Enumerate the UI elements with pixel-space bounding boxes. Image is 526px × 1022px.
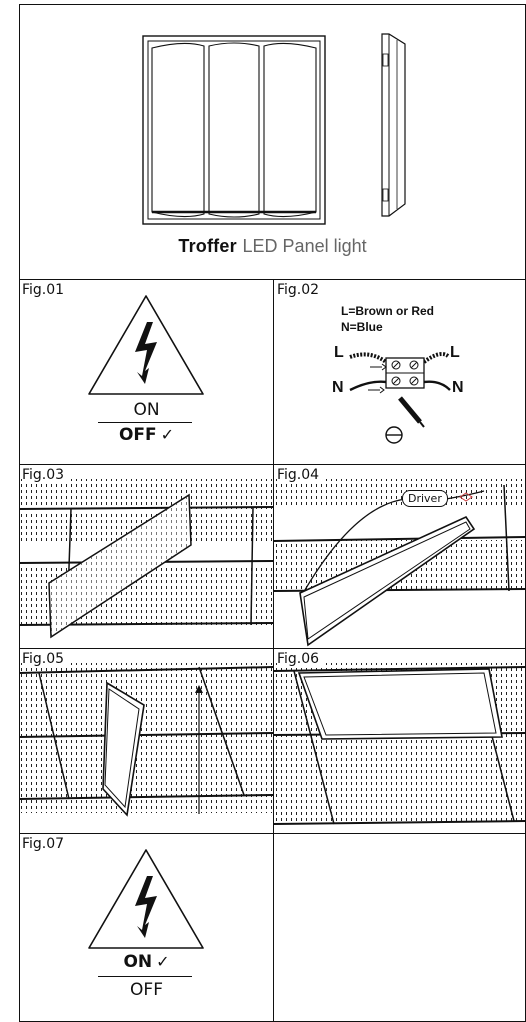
fig-label: Fig.04 <box>277 467 324 483</box>
divider <box>19 464 526 465</box>
check-mark: ✓ <box>160 425 175 444</box>
L-right: L <box>450 344 460 361</box>
fig04-illustration <box>274 479 526 647</box>
troffer-drawing <box>142 33 406 225</box>
divider <box>19 833 526 834</box>
product-title-bold: Troffer <box>178 236 237 256</box>
separator <box>98 422 192 423</box>
off-text: OFF <box>118 425 157 445</box>
fig-label: Fig.03 <box>22 467 69 483</box>
product-title: Troffer LED Panel light <box>19 236 526 257</box>
L-left: L <box>334 344 344 361</box>
warning-icon <box>88 849 204 949</box>
fig03-panel: Fig.03 <box>19 465 273 648</box>
off-label: OFF✓ <box>19 425 273 445</box>
on-text: ON <box>133 400 160 420</box>
on-text: ON <box>123 952 153 972</box>
driver-label: Driver <box>402 490 448 507</box>
fig05-illustration <box>19 663 273 817</box>
check-mark: ✓ <box>156 952 170 971</box>
fig07-panel: Fig.07 ON✓ OFF <box>19 834 273 1022</box>
fig-label: Fig.02 <box>277 282 324 298</box>
divider <box>19 279 526 280</box>
fig-label: Fig.06 <box>277 651 324 667</box>
off-label: OFF <box>19 980 273 1000</box>
product-header: Troffer LED Panel light <box>19 4 526 279</box>
warning-icon <box>88 295 204 395</box>
product-title-light: LED Panel light <box>242 236 367 256</box>
terminal-block-diagram <box>349 352 451 444</box>
fig-label: Fig.07 <box>22 836 69 852</box>
fig04-panel: Fig.04 Driver <box>274 465 526 648</box>
on-label: ON✓ <box>19 952 273 972</box>
divider <box>19 648 526 649</box>
fig-label: Fig.01 <box>22 282 69 298</box>
fig05-panel: Fig.05 <box>19 649 273 833</box>
wire-legend-line2: N=Blue <box>341 320 383 334</box>
column-divider <box>273 279 274 1022</box>
off-text: OFF <box>130 980 163 1000</box>
N-left: N <box>332 379 344 396</box>
fig-label: Fig.05 <box>22 651 69 667</box>
on-label: ON <box>19 400 273 420</box>
separator <box>98 976 192 977</box>
fig02-panel: Fig.02 L=Brown or Red N=Blue L L N N <box>274 280 526 464</box>
wire-legend-line1: L=Brown or Red <box>341 304 435 318</box>
N-right: N <box>452 379 464 396</box>
empty-panel <box>274 834 526 1022</box>
fig06-illustration <box>274 663 526 825</box>
fig03-illustration <box>19 479 273 639</box>
fig01-panel: Fig.01 ON OFF✓ <box>19 280 273 464</box>
fig06-panel: Fig.06 <box>274 649 526 833</box>
